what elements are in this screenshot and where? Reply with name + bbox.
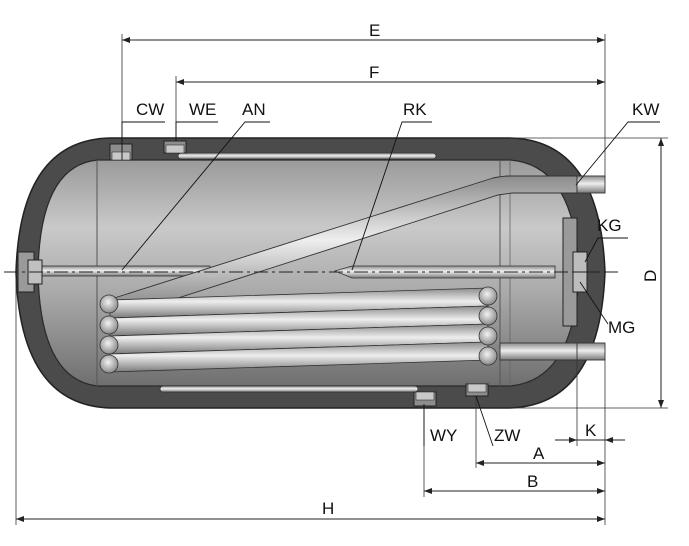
anode-rod xyxy=(39,265,211,277)
lower-outlet-pipe xyxy=(499,342,606,361)
bottom-rail xyxy=(159,385,419,393)
label-mg: MG xyxy=(608,318,635,337)
dim-label-k: K xyxy=(585,421,597,440)
dim-label-f: F xyxy=(369,63,379,82)
dim-label-d: D xyxy=(641,270,660,282)
label-zw: ZW xyxy=(494,426,520,445)
dim-label-a: A xyxy=(533,444,545,463)
label-rk: RK xyxy=(403,100,427,119)
dim-label-h: H xyxy=(322,499,334,518)
dimension-lines xyxy=(16,37,664,522)
label-we: WE xyxy=(189,100,216,119)
label-kw: KW xyxy=(632,100,659,119)
label-cw: CW xyxy=(136,100,164,119)
upper-coil-pipe xyxy=(107,175,578,319)
top-rail xyxy=(177,152,437,160)
label-wy: WY xyxy=(430,426,457,445)
dim-label-b: B xyxy=(527,472,538,491)
kw-outlet xyxy=(576,175,606,194)
label-an: AN xyxy=(242,100,266,119)
dim-label-e: E xyxy=(369,21,380,40)
label-leaders xyxy=(121,121,660,447)
heating-coil xyxy=(99,286,498,374)
label-kg: KG xyxy=(597,216,622,235)
